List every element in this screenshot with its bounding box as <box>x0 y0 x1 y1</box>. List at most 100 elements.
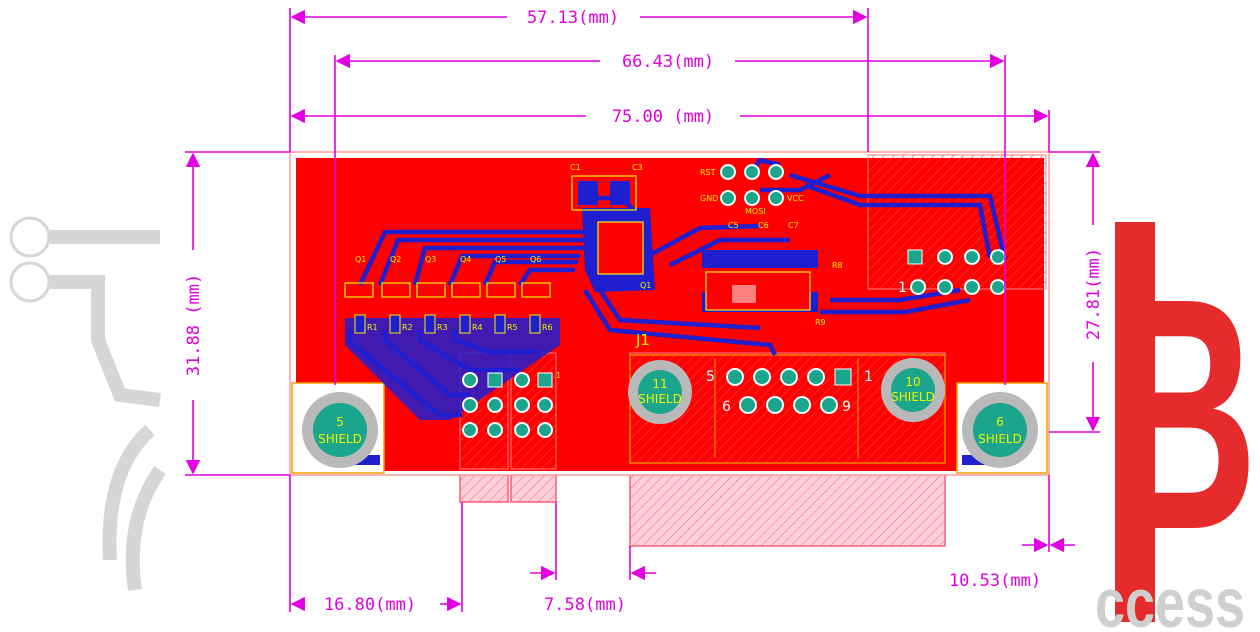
label-c7: C7 <box>788 221 799 230</box>
pad <box>990 279 1006 295</box>
dim-bottom-left: 16.80(mm) <box>324 595 416 615</box>
watermark-red-block <box>1115 222 1155 622</box>
dim-top1: 57.13(mm) <box>527 8 619 28</box>
transistor-outline <box>344 282 374 298</box>
bottom-layer-pour <box>702 250 818 268</box>
hole-pad <box>891 368 935 412</box>
label-r5: R5 <box>507 323 518 332</box>
resistor-pad <box>424 314 436 334</box>
label-q2: Q2 <box>390 255 401 264</box>
pad <box>937 249 953 265</box>
db9-pins <box>726 368 852 414</box>
label-j1: J1 <box>635 331 650 349</box>
pad <box>514 422 530 438</box>
label-conn-pin-1: 1 <box>864 369 873 385</box>
resistor-pad <box>354 314 366 334</box>
silkscreen-labels: Q1 Q2 Q3 Q4 Q5 Q6 R1 R2 R3 R4 R5 R6 C1 C… <box>355 163 907 415</box>
transistor-outline <box>416 282 446 298</box>
pad <box>768 164 784 180</box>
transistor-outline <box>521 282 551 298</box>
pad-square <box>537 372 553 388</box>
hole-number: 11 <box>652 377 667 391</box>
pad <box>720 190 736 206</box>
pcb-board: 5 SHIELD 11 SHIELD 10 SHIELD 6 SHIELD Q1… <box>289 151 1050 476</box>
mounting-hole-5: 5 SHIELD <box>302 392 378 468</box>
resistor-pad <box>494 314 506 334</box>
label-mosi: MOSI <box>745 207 766 216</box>
pad <box>487 422 503 438</box>
bottom-layer-pour <box>345 318 560 420</box>
pad <box>744 164 760 180</box>
dim-left-height: 31.88 (mm) <box>184 274 204 376</box>
watermark-text: ccess <box>1095 564 1245 632</box>
ic-footprint <box>597 221 644 275</box>
label-rst: RST <box>700 168 716 177</box>
pad <box>937 279 953 295</box>
pad <box>720 164 736 180</box>
hole-number: 6 <box>996 415 1004 429</box>
hole-pad <box>973 403 1027 457</box>
chip-outline <box>571 175 637 211</box>
pad <box>964 249 980 265</box>
pad <box>807 368 825 386</box>
transistor-outline <box>451 282 481 298</box>
label-r6: R6 <box>542 323 553 332</box>
dim-bottom-right: 10.53(mm) <box>949 571 1041 591</box>
hole-number: 10 <box>905 375 920 389</box>
label-conn-pin-9: 9 <box>842 399 851 415</box>
label-q6: Q6 <box>530 255 541 264</box>
pad-square <box>907 249 923 265</box>
mounting-hole-11: 11 SHIELD <box>628 360 692 424</box>
isp-header <box>720 164 784 206</box>
label-r9: R9 <box>815 318 826 327</box>
pad <box>744 190 760 206</box>
label-c1: C1 <box>570 163 581 172</box>
label-c5: C5 <box>728 221 739 230</box>
chip-pad <box>610 181 630 205</box>
resistor-pad <box>459 314 471 334</box>
pad <box>487 397 503 413</box>
pad <box>820 396 838 414</box>
header-bottom-left <box>462 372 553 438</box>
dim-bottom-mid: 7.58(mm) <box>544 595 626 615</box>
label-r4: R4 <box>472 323 483 332</box>
pad <box>739 396 757 414</box>
watermark: B ccess <box>9 216 1258 632</box>
ic-thermal <box>732 285 756 303</box>
watermark-node <box>9 261 51 303</box>
pad <box>726 368 744 386</box>
pad-square <box>487 372 503 388</box>
label-header-pin-1: 1 <box>898 280 907 296</box>
pad-square <box>834 368 852 386</box>
resistor-row <box>354 314 541 334</box>
hole-label: SHIELD <box>978 432 1022 446</box>
pad <box>910 279 926 295</box>
label-q3: Q3 <box>425 255 436 264</box>
dim-right-height: 27.81(mm) <box>1084 248 1104 340</box>
label-r1: R1 <box>367 323 378 332</box>
chip-pad <box>578 181 598 205</box>
label-header-pin-1b: 1 <box>556 371 561 380</box>
label-c6: C6 <box>758 221 769 230</box>
hole-label: SHIELD <box>638 392 682 406</box>
label-q5: Q5 <box>495 255 506 264</box>
label-c3: C3 <box>632 163 643 172</box>
resistor-pad <box>389 314 401 334</box>
label-r8: R8 <box>832 261 843 270</box>
label-conn-pin-6: 6 <box>722 399 731 415</box>
hatched-region <box>629 471 946 547</box>
pad <box>462 397 478 413</box>
mounting-hole-10: 10 SHIELD <box>881 358 945 422</box>
dimension-lines <box>185 8 1101 612</box>
hatched-region <box>867 154 1047 290</box>
pad <box>964 279 980 295</box>
pad <box>780 368 798 386</box>
connector-outlines <box>459 469 946 547</box>
ic-footprint <box>705 271 811 311</box>
watermark-letter: B <box>1108 229 1258 598</box>
label-q-small: Q1 <box>640 281 651 290</box>
label-conn-pin-5: 5 <box>706 369 715 385</box>
hole-label: SHIELD <box>891 390 935 404</box>
transistor-outline <box>486 282 516 298</box>
mounting-hole-6: 6 SHIELD <box>962 392 1038 468</box>
